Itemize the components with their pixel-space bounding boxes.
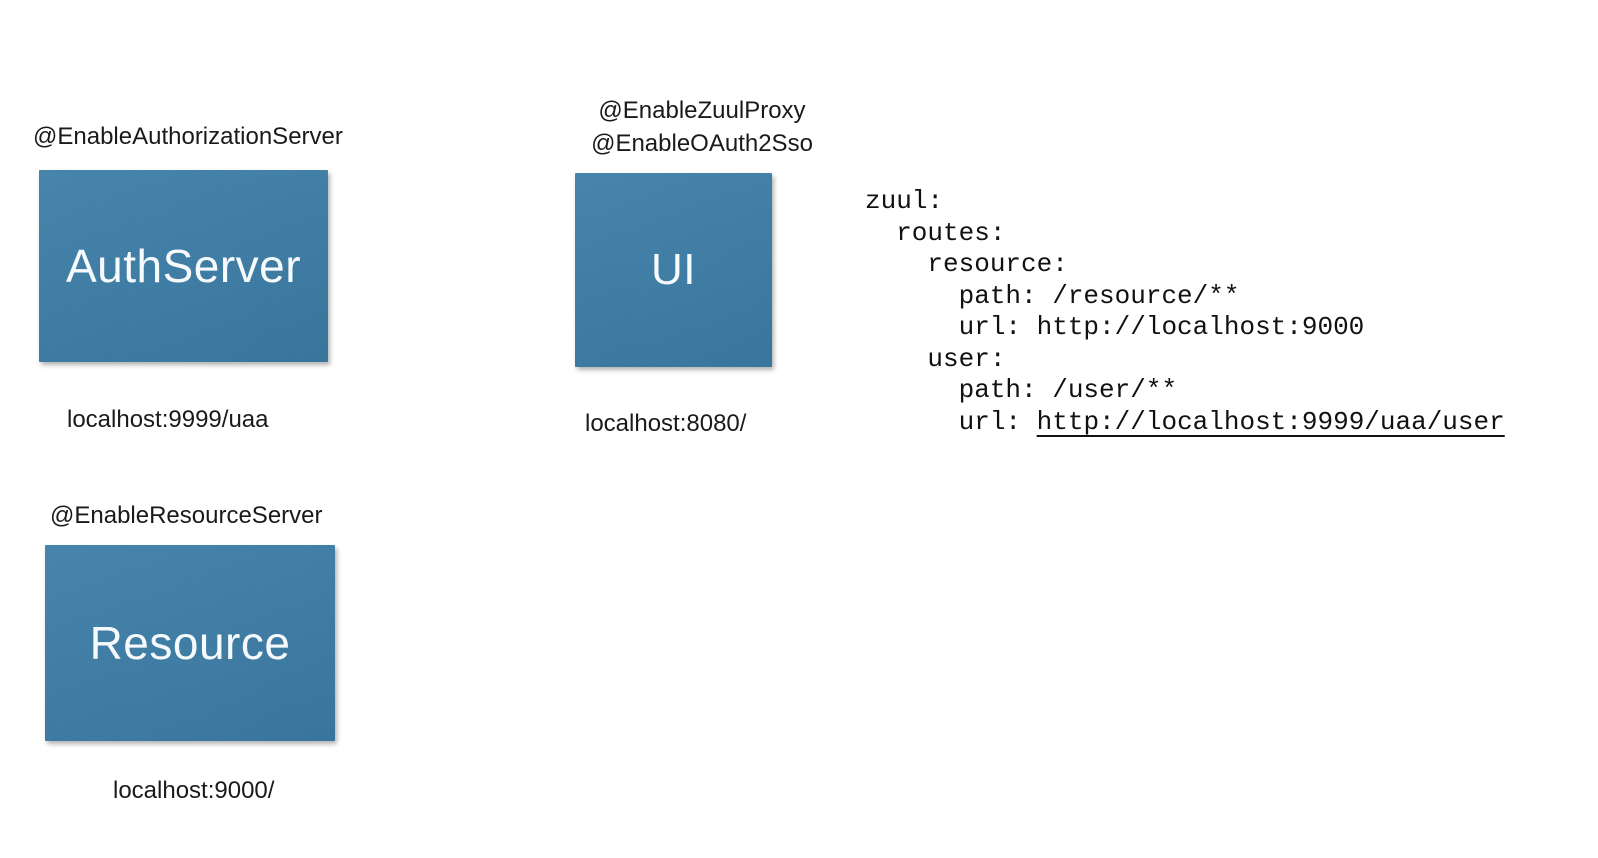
ui-annotations: @EnableZuulProxy @EnableOAuth2Sso — [542, 94, 862, 160]
ui-box-label: UI — [651, 245, 696, 294]
code-line: resource: — [865, 249, 1068, 279]
code-line: routes: — [865, 217, 1006, 248]
resource-address: localhost:9000/ — [113, 777, 275, 804]
resource-box: Resource — [45, 545, 335, 741]
authserver-address: localhost:9999/uaa — [67, 406, 269, 433]
authserver-box: AuthServer — [39, 170, 328, 362]
ui-annotation-zuulproxy: @EnableZuulProxy — [598, 97, 806, 124]
code-line: path: /resource/** — [865, 280, 1240, 311]
resource-box-label: Resource — [89, 617, 291, 669]
code-line: zuul: — [865, 186, 944, 216]
ui-address: localhost:8080/ — [585, 410, 747, 437]
code-line: user: — [865, 343, 1006, 374]
underlined-url[interactable]: http://localhost:9999/uaa/user — [1036, 406, 1505, 437]
code-line: path: /user/** — [865, 375, 1178, 405]
code-line: url: http://localhost:9999/uaa/user — [865, 406, 1505, 437]
authserver-box-label: AuthServer — [65, 240, 302, 292]
ui-annotation-oauth2sso: @EnableOAuth2Sso — [591, 130, 813, 157]
zuul-config-code: zuul: routes: resource: path: /resource/… — [865, 186, 1505, 438]
ui-box: UI — [575, 173, 772, 367]
resource-annotation: @EnableResourceServer — [50, 502, 323, 529]
authserver-annotation: @EnableAuthorizationServer — [33, 123, 343, 150]
code-line: url: http://localhost:9000 — [865, 312, 1365, 342]
